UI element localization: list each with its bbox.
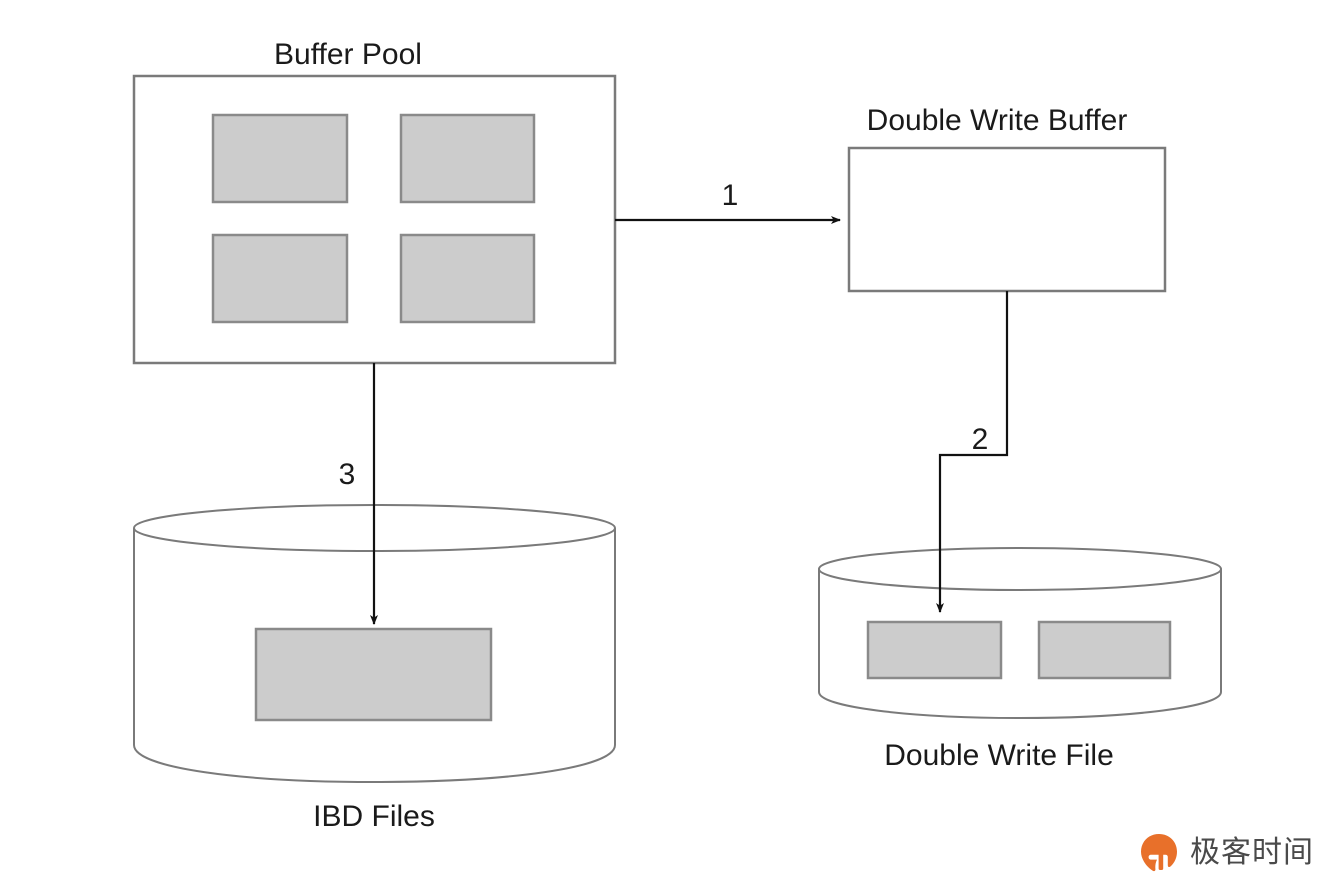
double-write-buffer-title: Double Write Buffer bbox=[867, 104, 1128, 137]
double-write-buffer-box[interactable] bbox=[847, 146, 1167, 293]
buffer-pool-box[interactable] bbox=[132, 74, 617, 365]
edge-1-label: 1 bbox=[722, 179, 739, 212]
brand-watermark: 极客时间 bbox=[1138, 832, 1314, 874]
double-write-file-page-2[interactable] bbox=[1037, 620, 1172, 680]
buffer-pool-page-4[interactable] bbox=[399, 233, 536, 324]
double-write-file-title: Double Write File bbox=[884, 739, 1114, 772]
double-write-file-page-1[interactable] bbox=[866, 620, 1003, 680]
edge-2-arrow bbox=[936, 291, 1009, 613]
buffer-pool-title: Buffer Pool bbox=[274, 38, 422, 71]
ibd-files-page-1[interactable] bbox=[254, 627, 493, 722]
ibd-files-title: IBD Files bbox=[313, 800, 435, 833]
double-write-file-cylinder-body[interactable] bbox=[818, 569, 1222, 720]
buffer-pool-page-3[interactable] bbox=[211, 233, 349, 324]
edge-3-label: 3 bbox=[339, 458, 356, 491]
edge-2-double-write-buffer-to-double-write-file[interactable]: 2 bbox=[936, 291, 1009, 613]
geektime-logo-icon bbox=[1138, 832, 1180, 874]
edge-3-buffer-pool-to-ibd-files[interactable]: 3 bbox=[339, 363, 378, 625]
buffer-pool-page-2[interactable] bbox=[399, 113, 536, 204]
edge-1-buffer-pool-to-double-write-buffer[interactable]: 1 bbox=[615, 179, 841, 224]
node-double-write-file[interactable]: Double Write File bbox=[818, 547, 1222, 772]
buffer-pool-page-1[interactable] bbox=[211, 113, 349, 204]
node-double-write-buffer[interactable]: Double Write Buffer bbox=[847, 104, 1167, 293]
brand-name: 极客时间 bbox=[1190, 836, 1314, 869]
double-write-file-cylinder-top bbox=[818, 547, 1222, 591]
node-buffer-pool[interactable]: Buffer Pool bbox=[132, 38, 617, 365]
edge-2-label: 2 bbox=[972, 423, 989, 456]
